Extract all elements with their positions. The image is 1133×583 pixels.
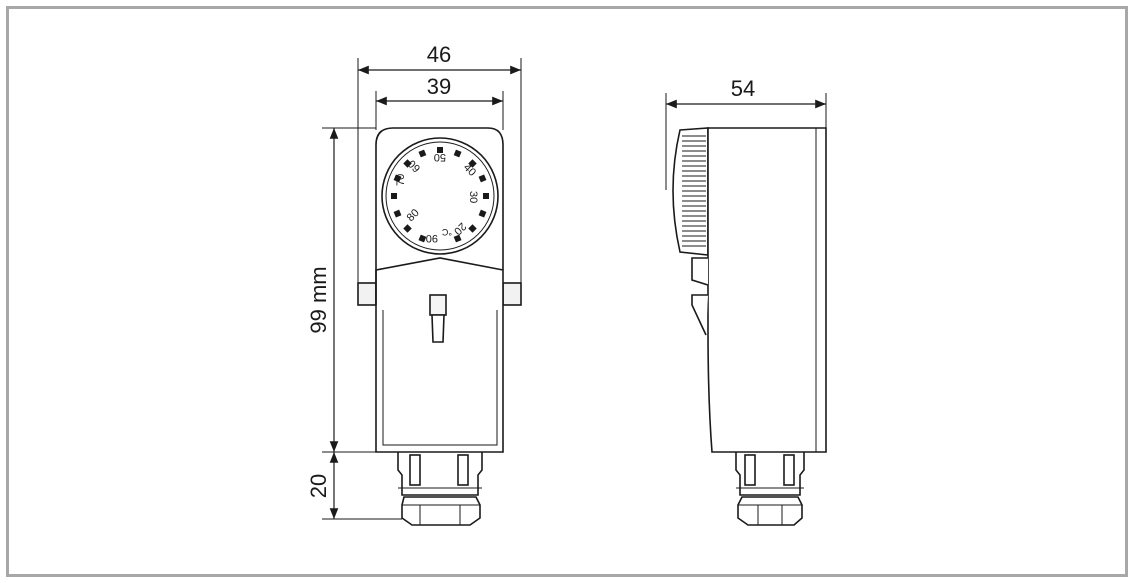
dial-tick: [478, 209, 487, 218]
dial-tick: [478, 174, 487, 183]
dial-unit: °C: [441, 227, 452, 237]
dial-tick: [453, 149, 462, 158]
dim-20-label: 20: [306, 474, 331, 498]
dial-tick: [437, 147, 443, 153]
dial-tick: [403, 159, 412, 168]
dial-tick: [391, 193, 397, 199]
dial-tick: [483, 193, 489, 199]
front-view: [357, 58, 522, 526]
dial-label-70: 70: [395, 174, 407, 186]
dial-label-90: 90: [426, 232, 438, 244]
dimension-labels: 46 39 54 99 mm 20: [306, 42, 755, 498]
dial-tick: [393, 209, 402, 218]
dim-54-label: 54: [731, 76, 755, 101]
temperature-dial: 20 30 40 50 60 70 80 90 °C: [381, 137, 499, 255]
dial-tick: [468, 224, 477, 233]
side-view: [665, 93, 827, 526]
dim-39-label: 39: [427, 74, 451, 99]
dim-99-label: 99 mm: [306, 266, 331, 333]
dial-label-30: 30: [467, 191, 479, 203]
dial-tick: [403, 224, 412, 233]
dimension-lines: [322, 65, 826, 520]
drawing-frame: [6, 6, 1128, 577]
dial-tick: [418, 149, 427, 158]
dial-tick: [468, 159, 477, 168]
dial-tick: [393, 174, 402, 183]
dim-46-label: 46: [427, 42, 451, 67]
dial-ticks: [391, 147, 489, 243]
dial-tick: [418, 234, 427, 243]
knob-grip: [682, 135, 706, 247]
dial-label-50: 50: [434, 151, 446, 163]
dial-tick: [453, 234, 462, 243]
